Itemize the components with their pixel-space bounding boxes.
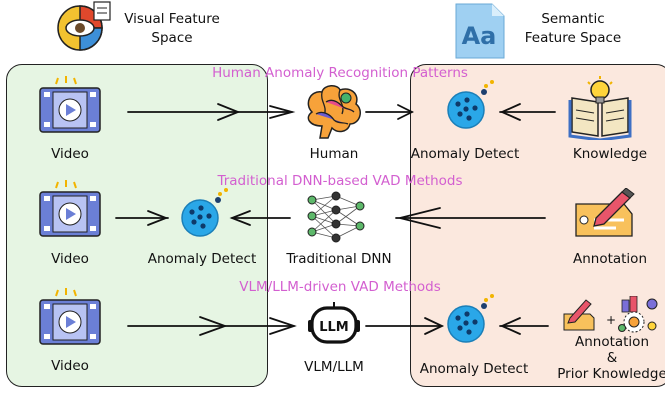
anomaly-detect-icon	[447, 294, 494, 343]
video-icon	[39, 288, 101, 345]
human-label: Human	[309, 146, 359, 162]
video-label: Video	[51, 146, 89, 162]
brain-icon	[307, 85, 361, 139]
svg-text:+: +	[606, 313, 616, 327]
knowledge-book-icon	[568, 76, 632, 140]
anomaly-detect-icon	[181, 188, 228, 237]
knowledge-label: Knowledge	[572, 146, 648, 162]
annotation-icon	[575, 188, 635, 237]
annotation-prior-knowledge-label: Annotation & Prior Knowledge	[557, 334, 665, 382]
vlm-llm-label: VLM/LLM	[304, 359, 364, 375]
row-title-dnn: Traditional DNN-based VAD Methods	[217, 173, 463, 189]
row-title-human: Human Anomaly Recognition Patterns	[212, 65, 468, 81]
annotation-prior-knowledge-icon: +	[563, 296, 658, 333]
semantic-feature-header: Semantic Feature Space	[524, 11, 622, 46]
visual-feature-header: Visual Feature Space	[124, 11, 220, 46]
row-title-vlm: VLM/LLM-driven VAD Methods	[239, 279, 441, 295]
semantic-feature-icon: Aa	[455, 3, 505, 59]
anomaly-detect-icon	[447, 80, 494, 129]
video-label: Video	[51, 358, 89, 374]
anomaly-detect-label: Anomaly Detect	[419, 361, 529, 377]
annotation-label: Annotation	[572, 251, 648, 267]
visual-feature-icon	[57, 1, 111, 51]
video-icon	[39, 76, 101, 133]
video-icon	[39, 180, 101, 237]
anomaly-detect-label: Anomaly Detect	[147, 251, 257, 267]
semantic-logo-text: Aa	[462, 22, 497, 50]
llm-badge-text: LLM	[319, 320, 349, 335]
neural-network-icon	[307, 191, 365, 243]
traditional-dnn-label: Traditional DNN	[286, 251, 392, 267]
llm-icon: LLM	[308, 302, 360, 344]
video-label: Video	[51, 251, 89, 267]
anomaly-detect-label: Anomaly Detect	[410, 146, 520, 162]
